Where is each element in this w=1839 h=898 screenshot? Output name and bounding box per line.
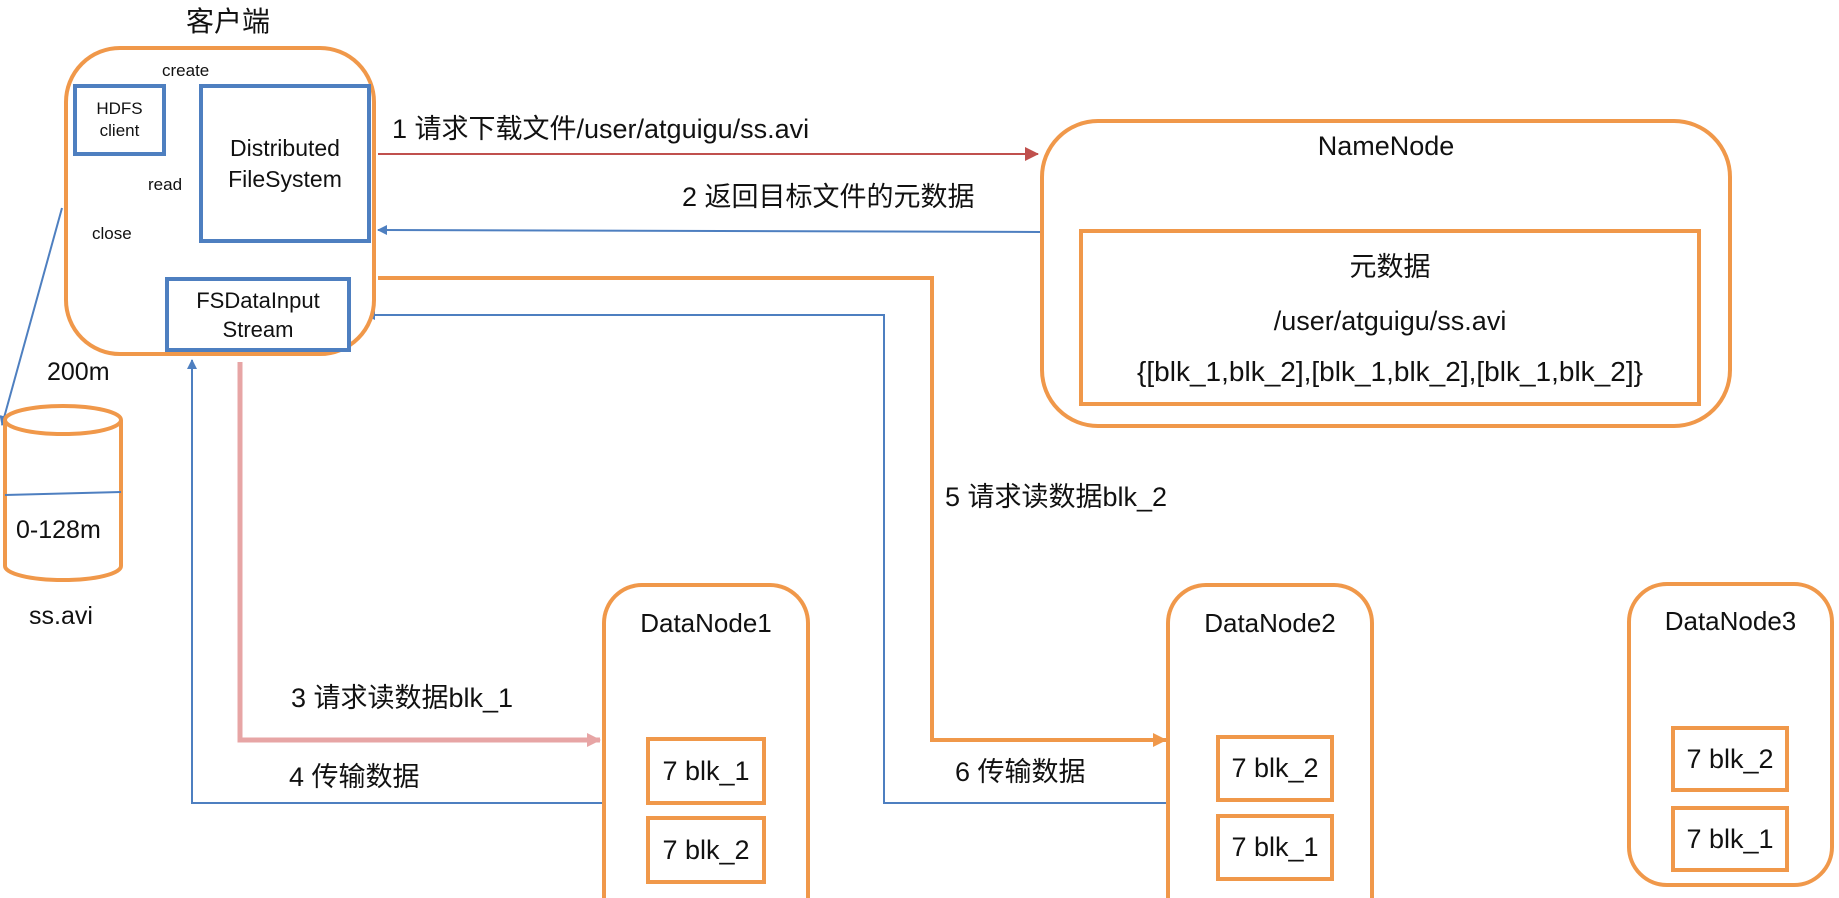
metadata-blocks: {[blk_1,blk_2],[blk_1,blk_2],[blk_1,blk_… xyxy=(1137,356,1643,387)
file-size-label: 200m xyxy=(47,358,110,386)
create-label: create xyxy=(162,61,210,80)
datanode1-title: DataNode1 xyxy=(640,608,772,638)
step5-label: 5 请求读数据blk_2 xyxy=(945,482,1168,512)
step3-read-arrow xyxy=(237,362,601,747)
datanode2-block-1: 7 blk_2 xyxy=(1216,735,1334,802)
close-label: close xyxy=(92,224,132,243)
datanode2-title: DataNode2 xyxy=(1204,608,1336,638)
step6-transfer-arrow xyxy=(365,310,1166,804)
namenode-title: NameNode xyxy=(1317,131,1455,161)
read-label: read xyxy=(148,175,183,194)
datanode3-block-2: 7 blk_1 xyxy=(1671,806,1789,872)
step2-return-arrow xyxy=(377,225,1041,236)
namenode-metadata-box: 元数据 /user/atguigu/ss.avi {[blk_1,blk_2],… xyxy=(1079,229,1701,406)
metadata-path: /user/atguigu/ss.avi xyxy=(1273,306,1507,336)
datanode3-title: DataNode3 xyxy=(1664,606,1797,636)
client-title: 客户端 xyxy=(186,6,271,37)
datanode1-block-1: 7 blk_1 xyxy=(646,737,766,805)
datanode1-block-2: 7 blk_2 xyxy=(646,816,766,884)
file-name-label: ss.avi xyxy=(29,602,93,630)
fs-data-input-stream-box: FSDataInput Stream xyxy=(165,277,351,352)
step3-label: 3 请求读数据blk_1 xyxy=(291,683,514,713)
client-to-disk-edge xyxy=(0,207,63,426)
step2-label: 2 返回目标文件的元数据 xyxy=(682,182,975,212)
datanode3-block-1: 7 blk_2 xyxy=(1671,726,1789,792)
step4-transfer-arrow xyxy=(187,359,602,804)
step6-label: 6 传输数据 xyxy=(955,757,1086,787)
disk-segment-label: 0-128m xyxy=(16,516,101,544)
datanode2-block-2: 7 blk_1 xyxy=(1216,814,1334,881)
step4-label: 4 传输数据 xyxy=(289,762,420,792)
step1-label: 1 请求下载文件/user/atguigu/ss.avi xyxy=(392,114,810,144)
hdfs-client-box: HDFS client xyxy=(73,84,166,156)
step5-read-arrow xyxy=(378,276,1167,747)
metadata-title: 元数据 xyxy=(1349,252,1431,282)
local-disk-icon xyxy=(3,404,123,582)
distributed-filesystem-box: Distributed FileSystem xyxy=(199,84,371,243)
